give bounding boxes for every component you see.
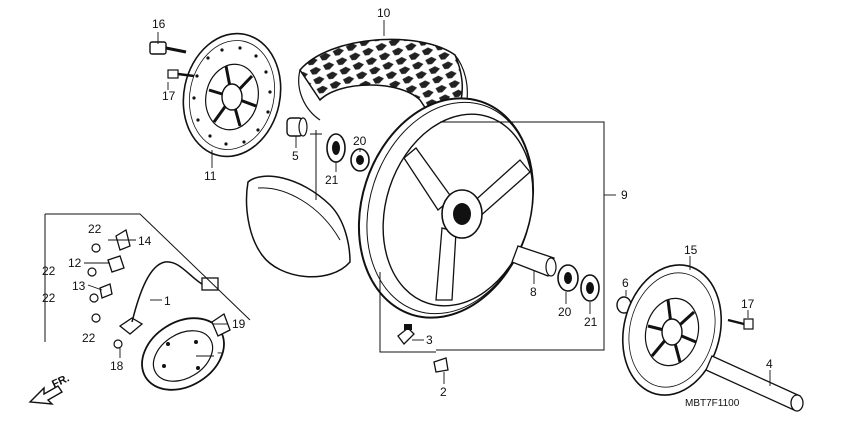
guard-19 (211, 313, 231, 337)
part-label-20: 20 (558, 305, 572, 319)
part-label-4: 4 (766, 357, 773, 371)
part-label-15: 15 (684, 243, 698, 257)
abs-sensor (118, 261, 219, 335)
part-label-1: 1 (164, 294, 171, 308)
direction-arrow-icon (28, 385, 63, 405)
part-label-12: 12 (68, 256, 82, 270)
part-label-10: 10 (377, 6, 391, 20)
part-label-22: 22 (82, 331, 96, 345)
valve-3 (397, 324, 415, 345)
axle-4 (705, 355, 804, 412)
part-label-22: 22 (42, 264, 56, 278)
part-label-20: 20 (353, 134, 367, 148)
part-label-7: 7 (217, 350, 224, 364)
part-label-2: 2 (440, 385, 447, 399)
part-label-14: 14 (138, 234, 152, 248)
bolt-18 (113, 339, 123, 349)
brake-disc-left (182, 32, 282, 158)
diagram-code: MBT7F1100 (685, 398, 740, 409)
front-direction-indicator: FR. (28, 372, 71, 405)
part-label-16: 16 (152, 17, 166, 31)
distance-collar-8 (511, 245, 557, 277)
part-label-3: 3 (426, 333, 433, 347)
wheel-rim (357, 97, 535, 319)
part-label-22: 22 (88, 222, 102, 236)
part-label-13: 13 (72, 279, 86, 293)
bearing-21-upper (326, 133, 346, 163)
part-label-17: 17 (162, 89, 176, 103)
bolt-16 (149, 41, 187, 55)
collar-5 (286, 117, 308, 137)
clamp-13 (99, 283, 113, 299)
part-label-9: 9 (621, 188, 628, 202)
seal-20-upper (350, 148, 370, 172)
part-label-11: 11 (204, 169, 217, 183)
part-label-21: 21 (325, 173, 339, 187)
brake-disc-right (621, 264, 723, 396)
part-label-22: 22 (42, 291, 56, 305)
bearing-21-lower (580, 274, 600, 302)
part-label-5: 5 (292, 149, 299, 163)
pulser-ring-7 (141, 317, 225, 391)
tire-section (245, 175, 351, 278)
leader-lines (84, 20, 771, 386)
part-label-8: 8 (530, 285, 537, 299)
balance-weight-2 (433, 357, 449, 373)
part-label-18: 18 (110, 359, 124, 373)
part-labels: 16 17 11 10 5 20 21 9 22 14 12 22 13 22 … (42, 6, 773, 399)
bolt-17-left (167, 69, 195, 79)
bolt-17-right (727, 318, 754, 330)
frame-lines (44, 121, 605, 353)
clamp-12 (107, 255, 125, 273)
part-label-17: 17 (741, 297, 755, 311)
seal-20-lower (557, 264, 579, 292)
direction-label: FR. (50, 372, 71, 390)
part-label-21: 21 (584, 315, 598, 329)
part-label-6: 6 (622, 276, 629, 290)
bolts-22 (87, 243, 101, 323)
part-label-19: 19 (232, 317, 246, 331)
